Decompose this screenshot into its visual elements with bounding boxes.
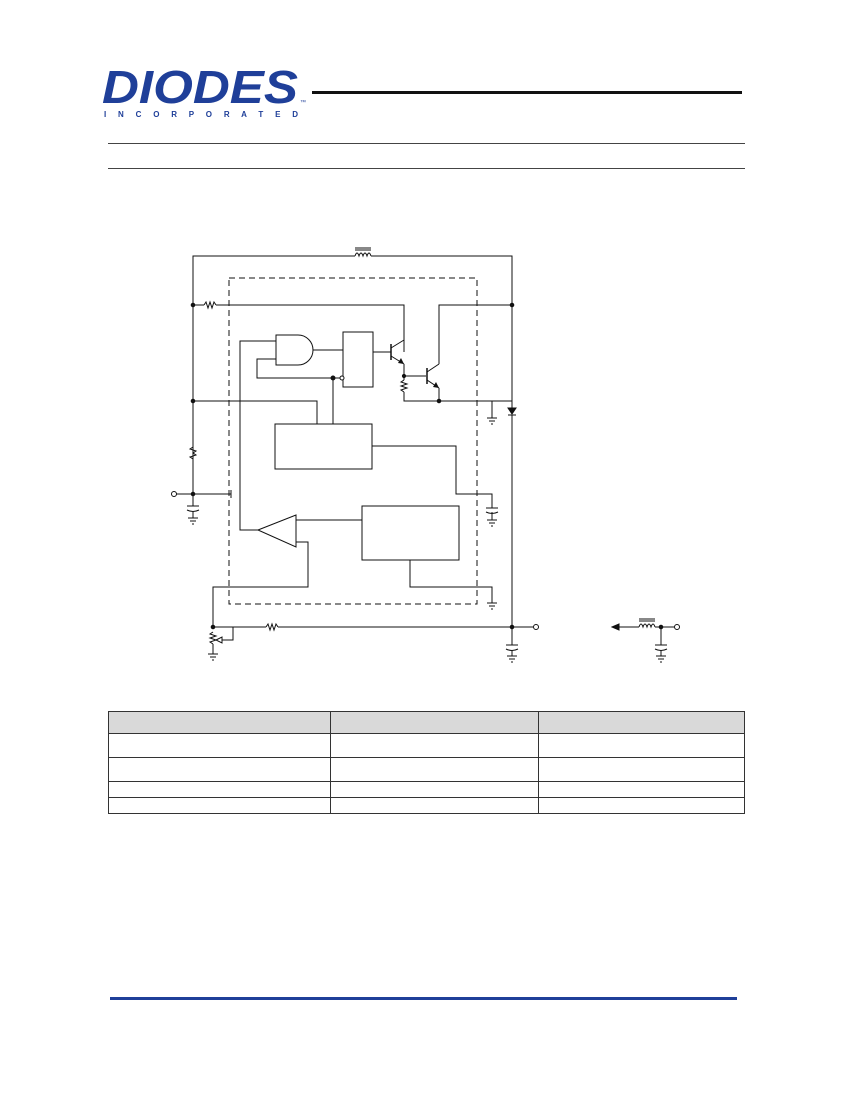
footer-rule — [110, 997, 737, 1000]
table-row — [107, 797, 746, 814]
table-cell — [537, 781, 746, 798]
table-cell — [107, 733, 332, 758]
wire-top-loop-right — [371, 255, 513, 408]
resistor-feedback — [265, 622, 279, 632]
table-cell — [330, 757, 539, 782]
table-row — [107, 733, 746, 758]
table-header-cell — [330, 711, 539, 734]
table-cell — [107, 757, 332, 782]
wire-top-loop — [192, 255, 355, 497]
table-cell — [537, 733, 746, 758]
table-cell — [330, 797, 539, 814]
table-cell — [107, 781, 332, 798]
table-row — [107, 757, 746, 782]
table-cell — [107, 797, 332, 814]
logo-word: DIODES — [102, 62, 298, 113]
diodes-logo: DIODES ™ I N C O R P O R A T E D — [102, 62, 306, 119]
resistor-input — [203, 300, 217, 310]
header-top-rule — [312, 91, 742, 94]
table-cell — [330, 733, 539, 758]
table-header-cell — [537, 711, 746, 734]
spec-table — [107, 711, 746, 814]
reference-block — [361, 505, 460, 561]
ic-boundary — [228, 277, 478, 605]
resistor-base — [399, 379, 409, 393]
control-block — [274, 423, 373, 470]
and-gate — [275, 334, 314, 366]
table-cell — [330, 781, 539, 798]
comparator — [256, 514, 297, 548]
logo-trademark: ™ — [300, 99, 306, 106]
table-header-cell — [107, 711, 332, 734]
header-rule-upper — [108, 143, 745, 144]
inductor-top — [354, 252, 372, 258]
resistor-left — [188, 446, 198, 460]
table-cell — [537, 757, 746, 782]
resistor-adjust — [208, 631, 218, 645]
header-rule-lower — [108, 168, 745, 169]
table-cell — [537, 797, 746, 814]
table-row — [107, 781, 746, 798]
table-header-row — [107, 711, 746, 734]
flipflop-block — [342, 331, 374, 388]
inductor-inset — [638, 623, 656, 629]
